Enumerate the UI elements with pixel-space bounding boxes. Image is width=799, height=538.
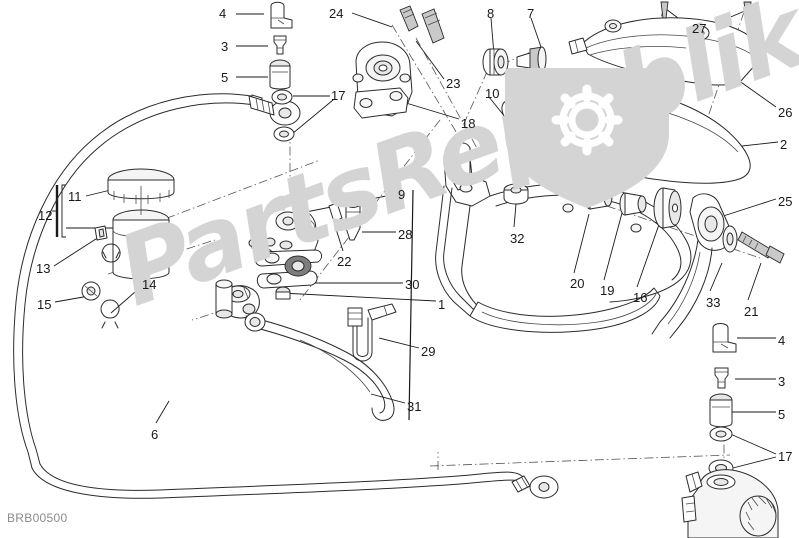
callout-29: 29 bbox=[421, 344, 436, 359]
callout-11: 11 bbox=[68, 189, 82, 204]
bleed-valve-stack-bottom bbox=[681, 323, 779, 538]
master-cylinder-assembly bbox=[215, 200, 397, 421]
callout-2: 2 bbox=[780, 137, 788, 152]
callout-16: 16 bbox=[633, 290, 648, 305]
callout-22: 22 bbox=[337, 254, 352, 269]
callout-3-top: 3 bbox=[221, 39, 229, 54]
callout-30: 30 bbox=[405, 277, 420, 292]
callout-8: 8 bbox=[487, 6, 495, 21]
callout-17-top: 17 bbox=[331, 88, 346, 103]
callout-33: 33 bbox=[706, 295, 721, 310]
callout-17-bottom: 17 bbox=[778, 449, 793, 464]
callout-12: 12 bbox=[38, 208, 53, 223]
callout-31: 31 bbox=[407, 399, 422, 414]
callout-5-top: 5 bbox=[221, 70, 229, 85]
callout-20: 20 bbox=[570, 276, 585, 291]
callout-9: 9 bbox=[398, 187, 406, 202]
bush-and-pin bbox=[482, 46, 547, 76]
callout-19: 19 bbox=[600, 283, 615, 298]
callout-26: 26 bbox=[778, 105, 793, 120]
clutch-hose bbox=[13, 93, 559, 499]
diagram-code-label: BRB00500 bbox=[7, 511, 68, 525]
callout-1: 1 bbox=[438, 297, 446, 312]
callout-5-bottom: 5 bbox=[778, 407, 786, 422]
bleed-valve-stack-top bbox=[269, 1, 295, 142]
callout-3-bottom: 3 bbox=[778, 374, 786, 389]
callout-10: 10 bbox=[485, 86, 500, 101]
callout-7: 7 bbox=[527, 6, 535, 21]
callout-4-top: 4 bbox=[219, 6, 227, 21]
callout-32: 32 bbox=[510, 231, 525, 246]
callout-13: 13 bbox=[36, 261, 51, 276]
upper-bracket-assembly bbox=[352, 5, 445, 119]
callout-18: 18 bbox=[461, 116, 476, 131]
callout-15: 15 bbox=[37, 297, 52, 312]
callout-4-bottom: 4 bbox=[778, 333, 786, 348]
callout-27: 27 bbox=[692, 21, 707, 36]
callout-14: 14 bbox=[142, 277, 157, 292]
callout-23: 23 bbox=[446, 76, 461, 91]
callout-28: 28 bbox=[398, 227, 413, 242]
callout-21: 21 bbox=[744, 304, 759, 319]
fluid-reservoir bbox=[94, 168, 175, 280]
callout-24: 24 bbox=[329, 6, 344, 21]
fairing-panels bbox=[501, 1, 764, 184]
hose-clamps bbox=[81, 243, 121, 329]
callout-25: 25 bbox=[778, 194, 793, 209]
callout-6: 6 bbox=[151, 427, 159, 442]
leader-lines bbox=[52, 8, 779, 471]
